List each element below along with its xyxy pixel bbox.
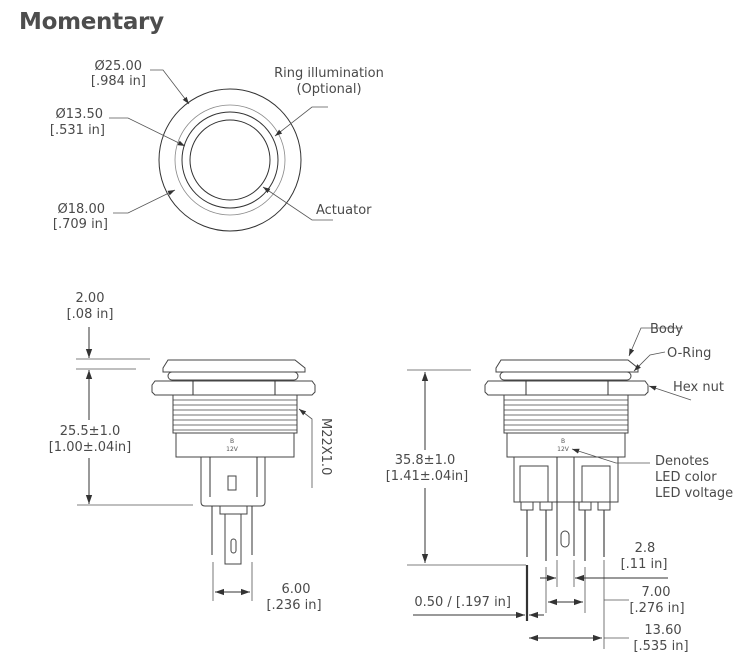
denotes-line-2: LED color [655,470,717,485]
outer-spacing-mm: 13.60 [644,623,681,638]
inner-dia-in: [.531 in] [50,123,105,138]
inner-spacing-in: [.276 in] [629,601,684,616]
left-top-gap-in: [.08 in] [67,307,114,322]
actuator-label: Actuator [316,203,372,218]
actuator-circle [189,119,271,201]
hexnut-label: Hex nut [673,380,724,395]
outer-dia-mm: Ø25.00 [95,59,142,74]
ring-illumination-label: Ring illumination [274,66,384,81]
side-view-left: B 12V 2.00 [.08 in] 25.5±1.0 [1.00±.04in… [40,291,333,613]
side-view-right: B 12V Body O-Ring Hex nut Denotes LED co… [380,322,733,654]
denotes-line-1: Denotes [655,454,709,469]
left-pin-spacing-mm: 6.00 [282,582,311,597]
pin-width-mm: 2.8 [635,541,656,556]
pin-thickness: 0.50 / [.197 in] [414,595,511,610]
inner-dia-mm: Ø13.50 [56,107,103,122]
left-height-mm: 25.5±1.0 [60,424,121,439]
mid-circle [181,111,279,209]
mid-dia-mm: Ø18.00 [58,202,105,217]
page-title: Momentary [19,9,164,35]
right-height-in: [1.41±.04in] [386,469,469,484]
denotes-line-3: LED voltage [655,486,733,501]
pin-width-in: [.11 in] [621,557,668,572]
thread-spec: M22X1.0 [318,418,333,475]
inner-spacing-mm: 7.00 [642,585,671,600]
ring-illumination-circle [174,104,286,216]
outer-spacing-in: [.535 in] [633,639,688,654]
outer-dia-in: [.984 in] [91,74,146,89]
outer-bezel-circle [158,88,302,232]
mid-dia-in: [.709 in] [53,217,108,232]
left-marking-voltage: 12V [226,446,239,453]
left-marking-color: B [230,438,234,445]
oring-label: O-Ring [667,346,711,361]
right-marking-color: B [561,438,565,445]
right-height-mm: 35.8±1.0 [395,453,456,468]
left-pin-spacing-in: [.236 in] [266,598,321,613]
right-marking-voltage: 12V [557,446,570,453]
left-height-in: [1.00±.04in] [49,440,132,455]
body-label: Body [650,322,683,337]
left-top-gap-mm: 2.00 [76,291,105,306]
ring-optional-label: (Optional) [296,82,361,97]
top-view: Ø25.00 [.984 in] Ø13.50 [.531 in] Ø18.00… [50,59,384,232]
